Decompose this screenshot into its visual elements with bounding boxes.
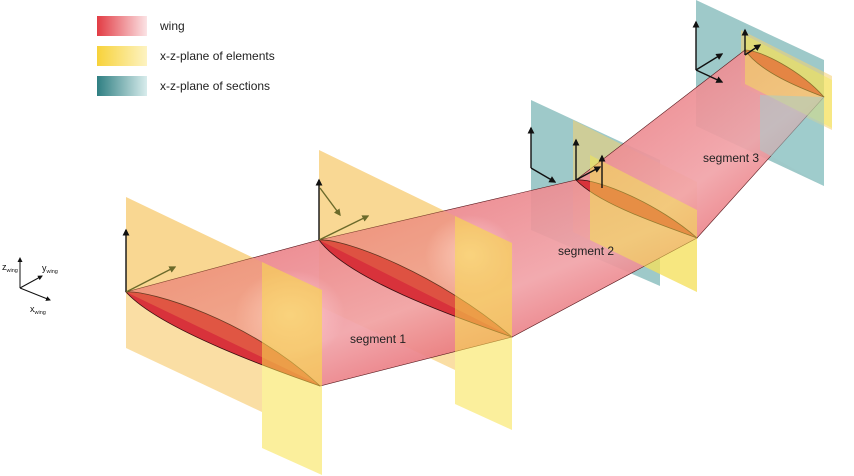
legend-item-wing: wing	[97, 16, 185, 36]
legend-item-element-plane: x-z-plane of elements	[97, 46, 275, 66]
tip-x-arrow	[695, 69, 724, 83]
legend-label-element-plane: x-z-plane of elements	[160, 49, 275, 63]
legend-item-section-plane: x-z-plane of sections	[97, 76, 270, 96]
legend-swatch-section-plane	[97, 76, 147, 96]
element-plane-root-top	[126, 197, 322, 386]
tip-element-y-arrow	[744, 44, 762, 56]
local-axes	[122, 20, 762, 293]
legend: wing x-z-plane of elements x-z-plane of …	[97, 16, 275, 96]
tip-y-arrow	[695, 53, 724, 71]
element-plane-mid-front	[455, 216, 512, 430]
segment-2-label: segment 2	[558, 244, 614, 258]
wing-y-axis	[19, 275, 43, 289]
root-y-arrow	[125, 266, 177, 293]
legend-label-wing: wing	[159, 19, 185, 33]
element-plane-root-front	[262, 262, 322, 475]
legend-label-section-plane: x-z-plane of sections	[160, 79, 270, 93]
legend-swatch-element-plane	[97, 46, 147, 66]
wing-y-label: ywing	[42, 263, 58, 275]
legend-swatch-wing	[97, 16, 147, 36]
wing-x-label: xwing	[30, 304, 46, 316]
s2-x-arrow	[530, 167, 557, 183]
mid-y-arrow-2	[319, 187, 341, 217]
wing-z-label: zwing	[2, 262, 18, 274]
wing-axis-triad: zwing ywing xwing	[2, 257, 58, 316]
element-plane-mid-top	[319, 150, 512, 337]
section-plane-2-front	[590, 155, 697, 292]
s2-y-arrow	[575, 166, 602, 181]
section-plane-tip-front	[760, 95, 824, 186]
mid-y-arrow	[318, 215, 370, 241]
wing-x-axis	[19, 287, 51, 301]
segment-3-label: segment 3	[703, 151, 759, 165]
segment-1-label: segment 1	[350, 332, 406, 346]
